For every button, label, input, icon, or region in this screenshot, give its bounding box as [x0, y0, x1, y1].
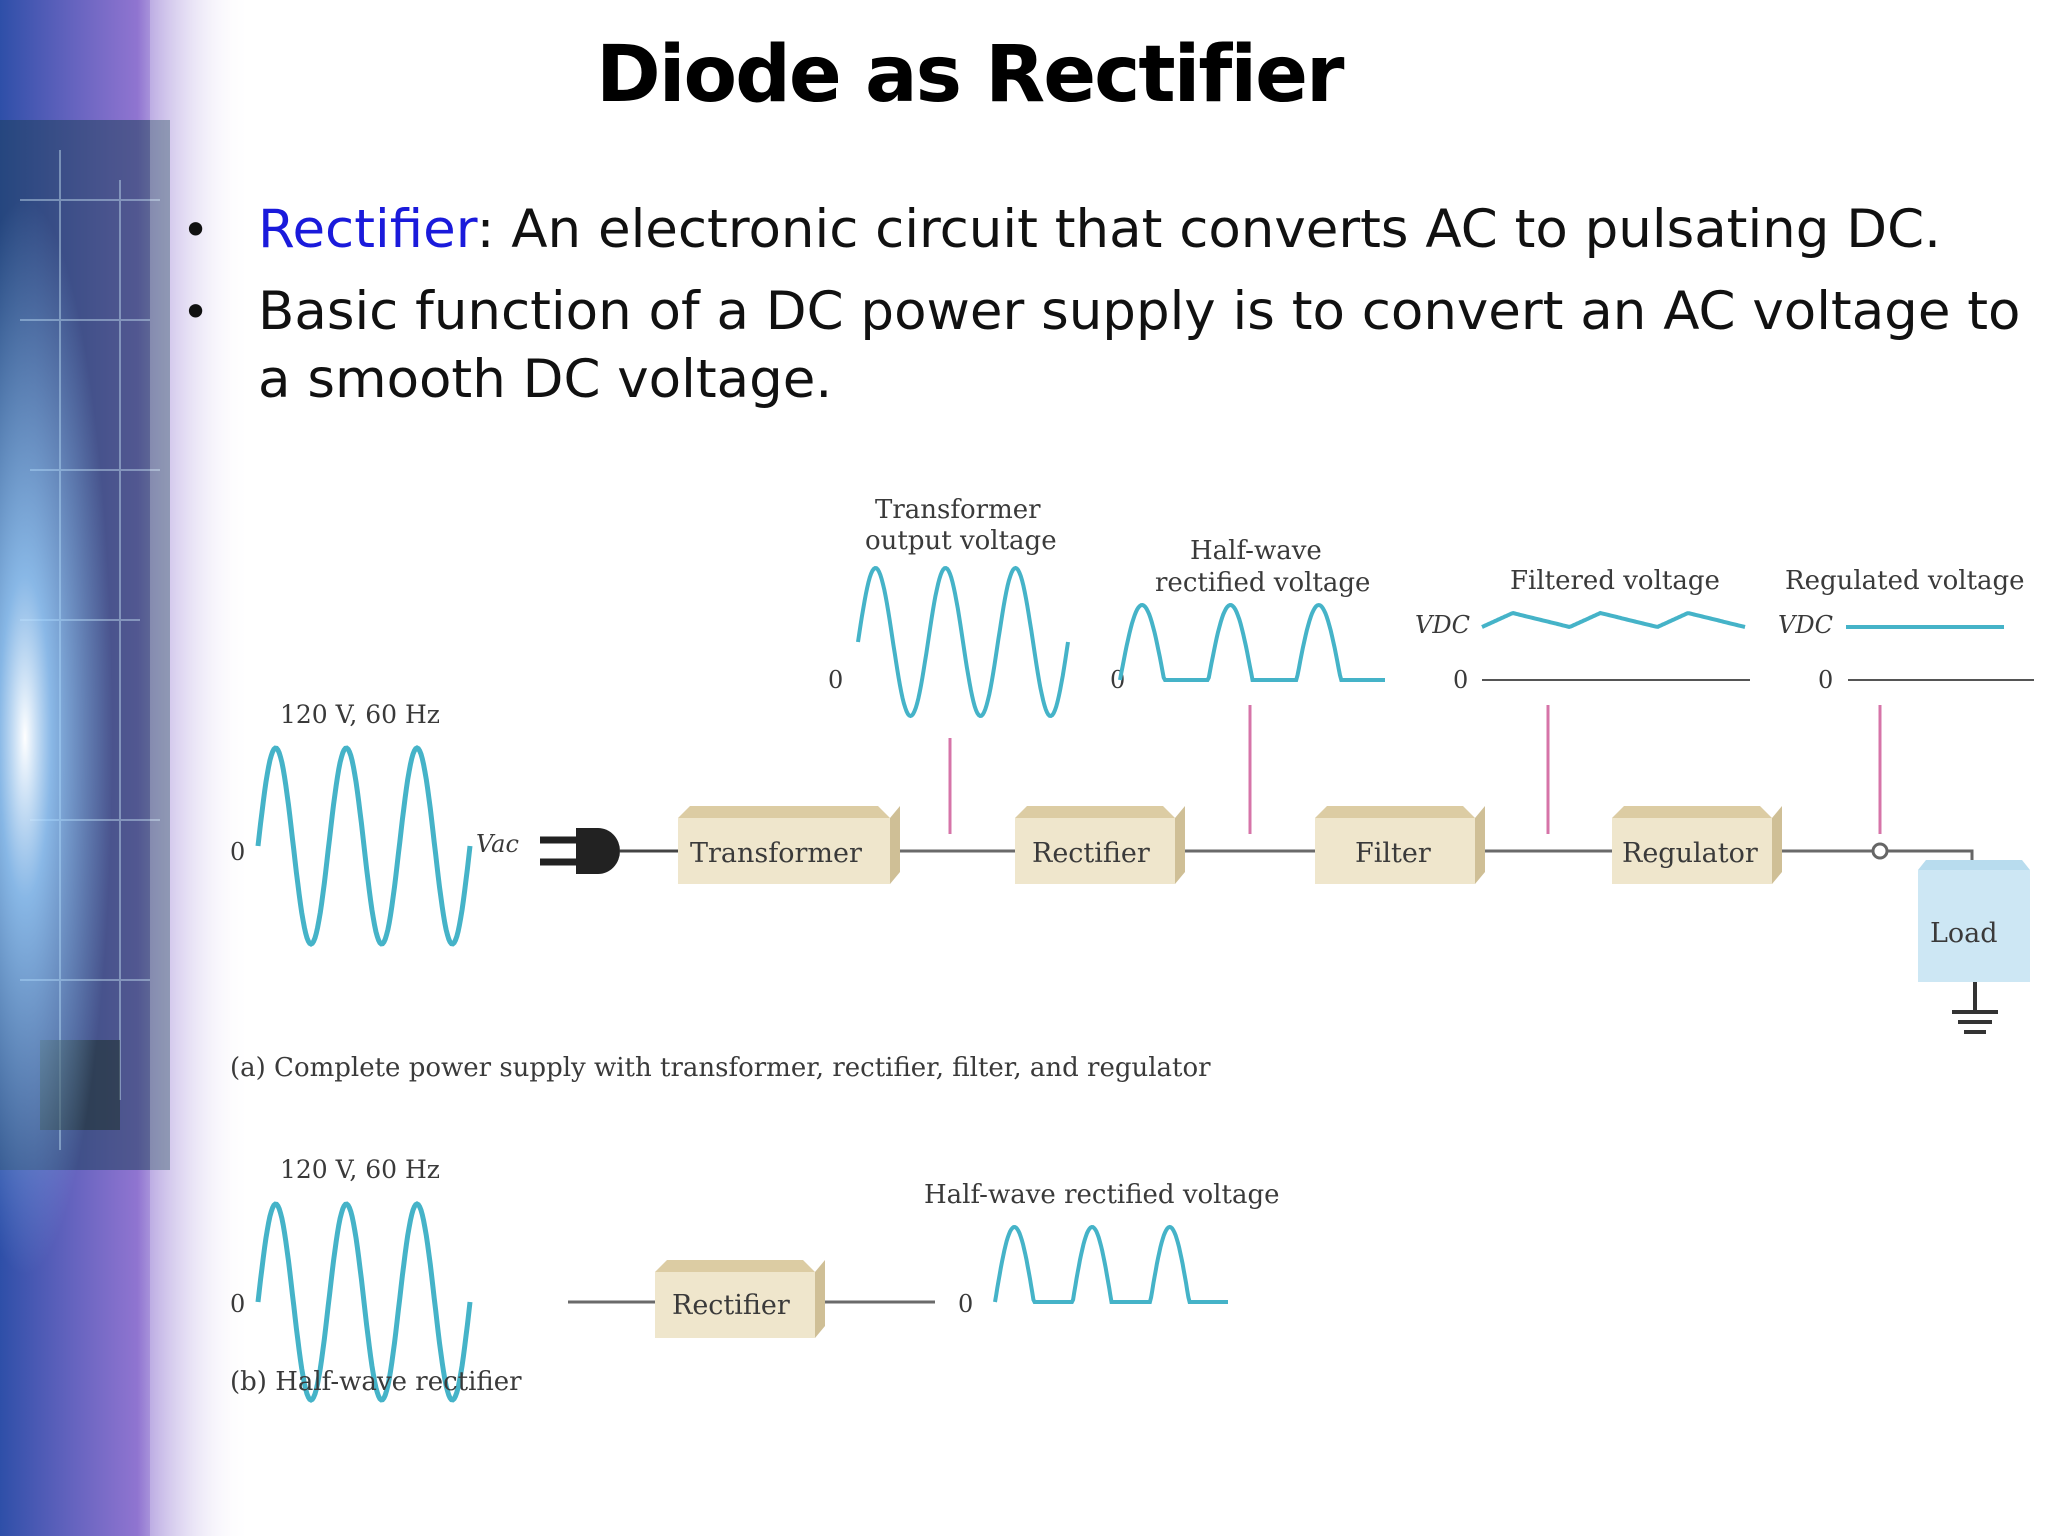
rectifier-block-label-b: Rectifier	[672, 1290, 790, 1321]
rectifier-definition: : An electronic circuit that converts AC…	[476, 199, 1941, 260]
load-block: Load	[1918, 860, 2030, 982]
halfwave-label-line2: rectified voltage	[1155, 568, 1370, 598]
ac-source-waveform-b	[255, 1201, 473, 1403]
rectifier-term: Rectifier	[258, 199, 477, 260]
caption-b: (b) Half-wave rectifier	[230, 1367, 522, 1397]
zero-label-halfwave-b: 0	[958, 1290, 973, 1318]
halfwave-output-label-b: Half-wave rectified voltage	[924, 1180, 1279, 1210]
filtered-voltage-label: Filtered voltage	[1510, 566, 1720, 596]
transformer-output-waveform	[856, 565, 1070, 719]
zero-label-filtered: 0	[1453, 666, 1468, 694]
bullet-list: • Rectifier: An electronic circuit that c…	[182, 196, 2032, 428]
transformer-block-label: Transformer	[690, 838, 862, 869]
ac-plug-icon	[540, 828, 680, 874]
zero-label-source-a: 0	[230, 838, 245, 866]
vdc-label-filtered: VDC	[1415, 611, 1470, 639]
halfwave-output-waveform-a	[1118, 602, 1385, 682]
ground-icon	[1952, 982, 1998, 1034]
rectifier-block-b: Rectifier	[655, 1260, 825, 1338]
transformer-output-label-line1: Transformer	[875, 495, 1041, 525]
regulated-voltage-label: Regulated voltage	[1785, 566, 2025, 596]
zero-label-source-b: 0	[230, 1290, 245, 1318]
zero-label-transformer: 0	[828, 666, 843, 694]
bullet-rectifier-definition: • Rectifier: An electronic circuit that c…	[182, 196, 2032, 264]
output-node	[1871, 842, 1889, 860]
regulator-block: Regulator	[1612, 806, 1782, 884]
halfwave-label-line1: Half-wave	[1190, 536, 1322, 566]
filter-block-label: Filter	[1355, 838, 1431, 869]
slide-title: Diode as Rectifier	[596, 30, 1344, 120]
bullet-dot: •	[182, 285, 210, 339]
vdc-label-regulated: VDC	[1778, 611, 1833, 639]
decorative-side-panel	[0, 0, 250, 1536]
rectifier-block-label-a: Rectifier	[1032, 838, 1150, 869]
load-block-label: Load	[1930, 918, 1998, 949]
source-label-b: 120 V, 60 Hz	[280, 1155, 440, 1184]
dc-power-supply-text: Basic function of a DC power supply is t…	[258, 281, 2021, 410]
bullet-dc-power-supply: • Basic function of a DC power supply is …	[182, 278, 2032, 414]
filter-block: Filter	[1315, 806, 1485, 884]
transformer-output-label-line2: output voltage	[865, 526, 1057, 556]
transformer-block: Transformer	[678, 806, 900, 884]
vac-label: Vac	[476, 830, 519, 858]
zero-label-regulated: 0	[1818, 666, 1833, 694]
bullet-dot: •	[182, 203, 210, 257]
filtered-voltage-waveform	[1481, 610, 1746, 629]
rectifier-block-a: Rectifier	[1015, 806, 1185, 884]
halfwave-output-waveform-b	[993, 1224, 1228, 1304]
source-label-a: 120 V, 60 Hz	[280, 700, 440, 729]
regulator-block-label: Regulator	[1622, 838, 1758, 869]
ac-source-waveform-a	[255, 745, 473, 947]
caption-a: (a) Complete power supply with transform…	[230, 1053, 1211, 1083]
